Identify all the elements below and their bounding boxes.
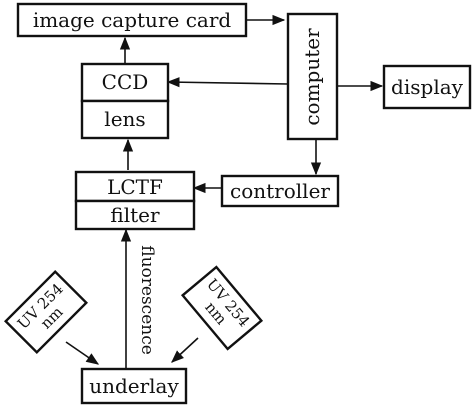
node-image-capture-card [16,2,248,38]
node-lctf [74,170,196,203]
node-lctf-label: LCTF [107,175,163,199]
node-uv-left: UV 254 nm [3,269,89,355]
node-filter [74,199,196,231]
node-controller [220,174,340,208]
node-uv-right-label: UV 254 nm [201,275,254,331]
arrow-computer-to-ccd [166,77,289,88]
node-controller-label: controller [230,179,330,203]
arrow-uv-right-to-underlay [171,337,199,363]
node-lens [80,99,170,140]
node-underlay-label: underlay [89,374,179,398]
node-computer-label: computer [300,28,324,126]
node-filter-label: filter [110,203,160,227]
node-uv-left-label: UV 254 nm [13,279,67,333]
node-image-capture-card-label: image capture card [33,8,232,32]
arrow-uv-left-to-underlay [65,341,100,365]
label-fluorescence: fluorescence [137,245,157,355]
node-computer [286,12,339,141]
node-display [382,64,472,110]
node-ccd-label: CCD [102,70,149,94]
node-lens-label: lens [104,107,145,131]
node-display-label: display [391,75,464,99]
node-underlay [80,367,188,405]
node-uv-right: UV 254 nm [180,265,264,351]
